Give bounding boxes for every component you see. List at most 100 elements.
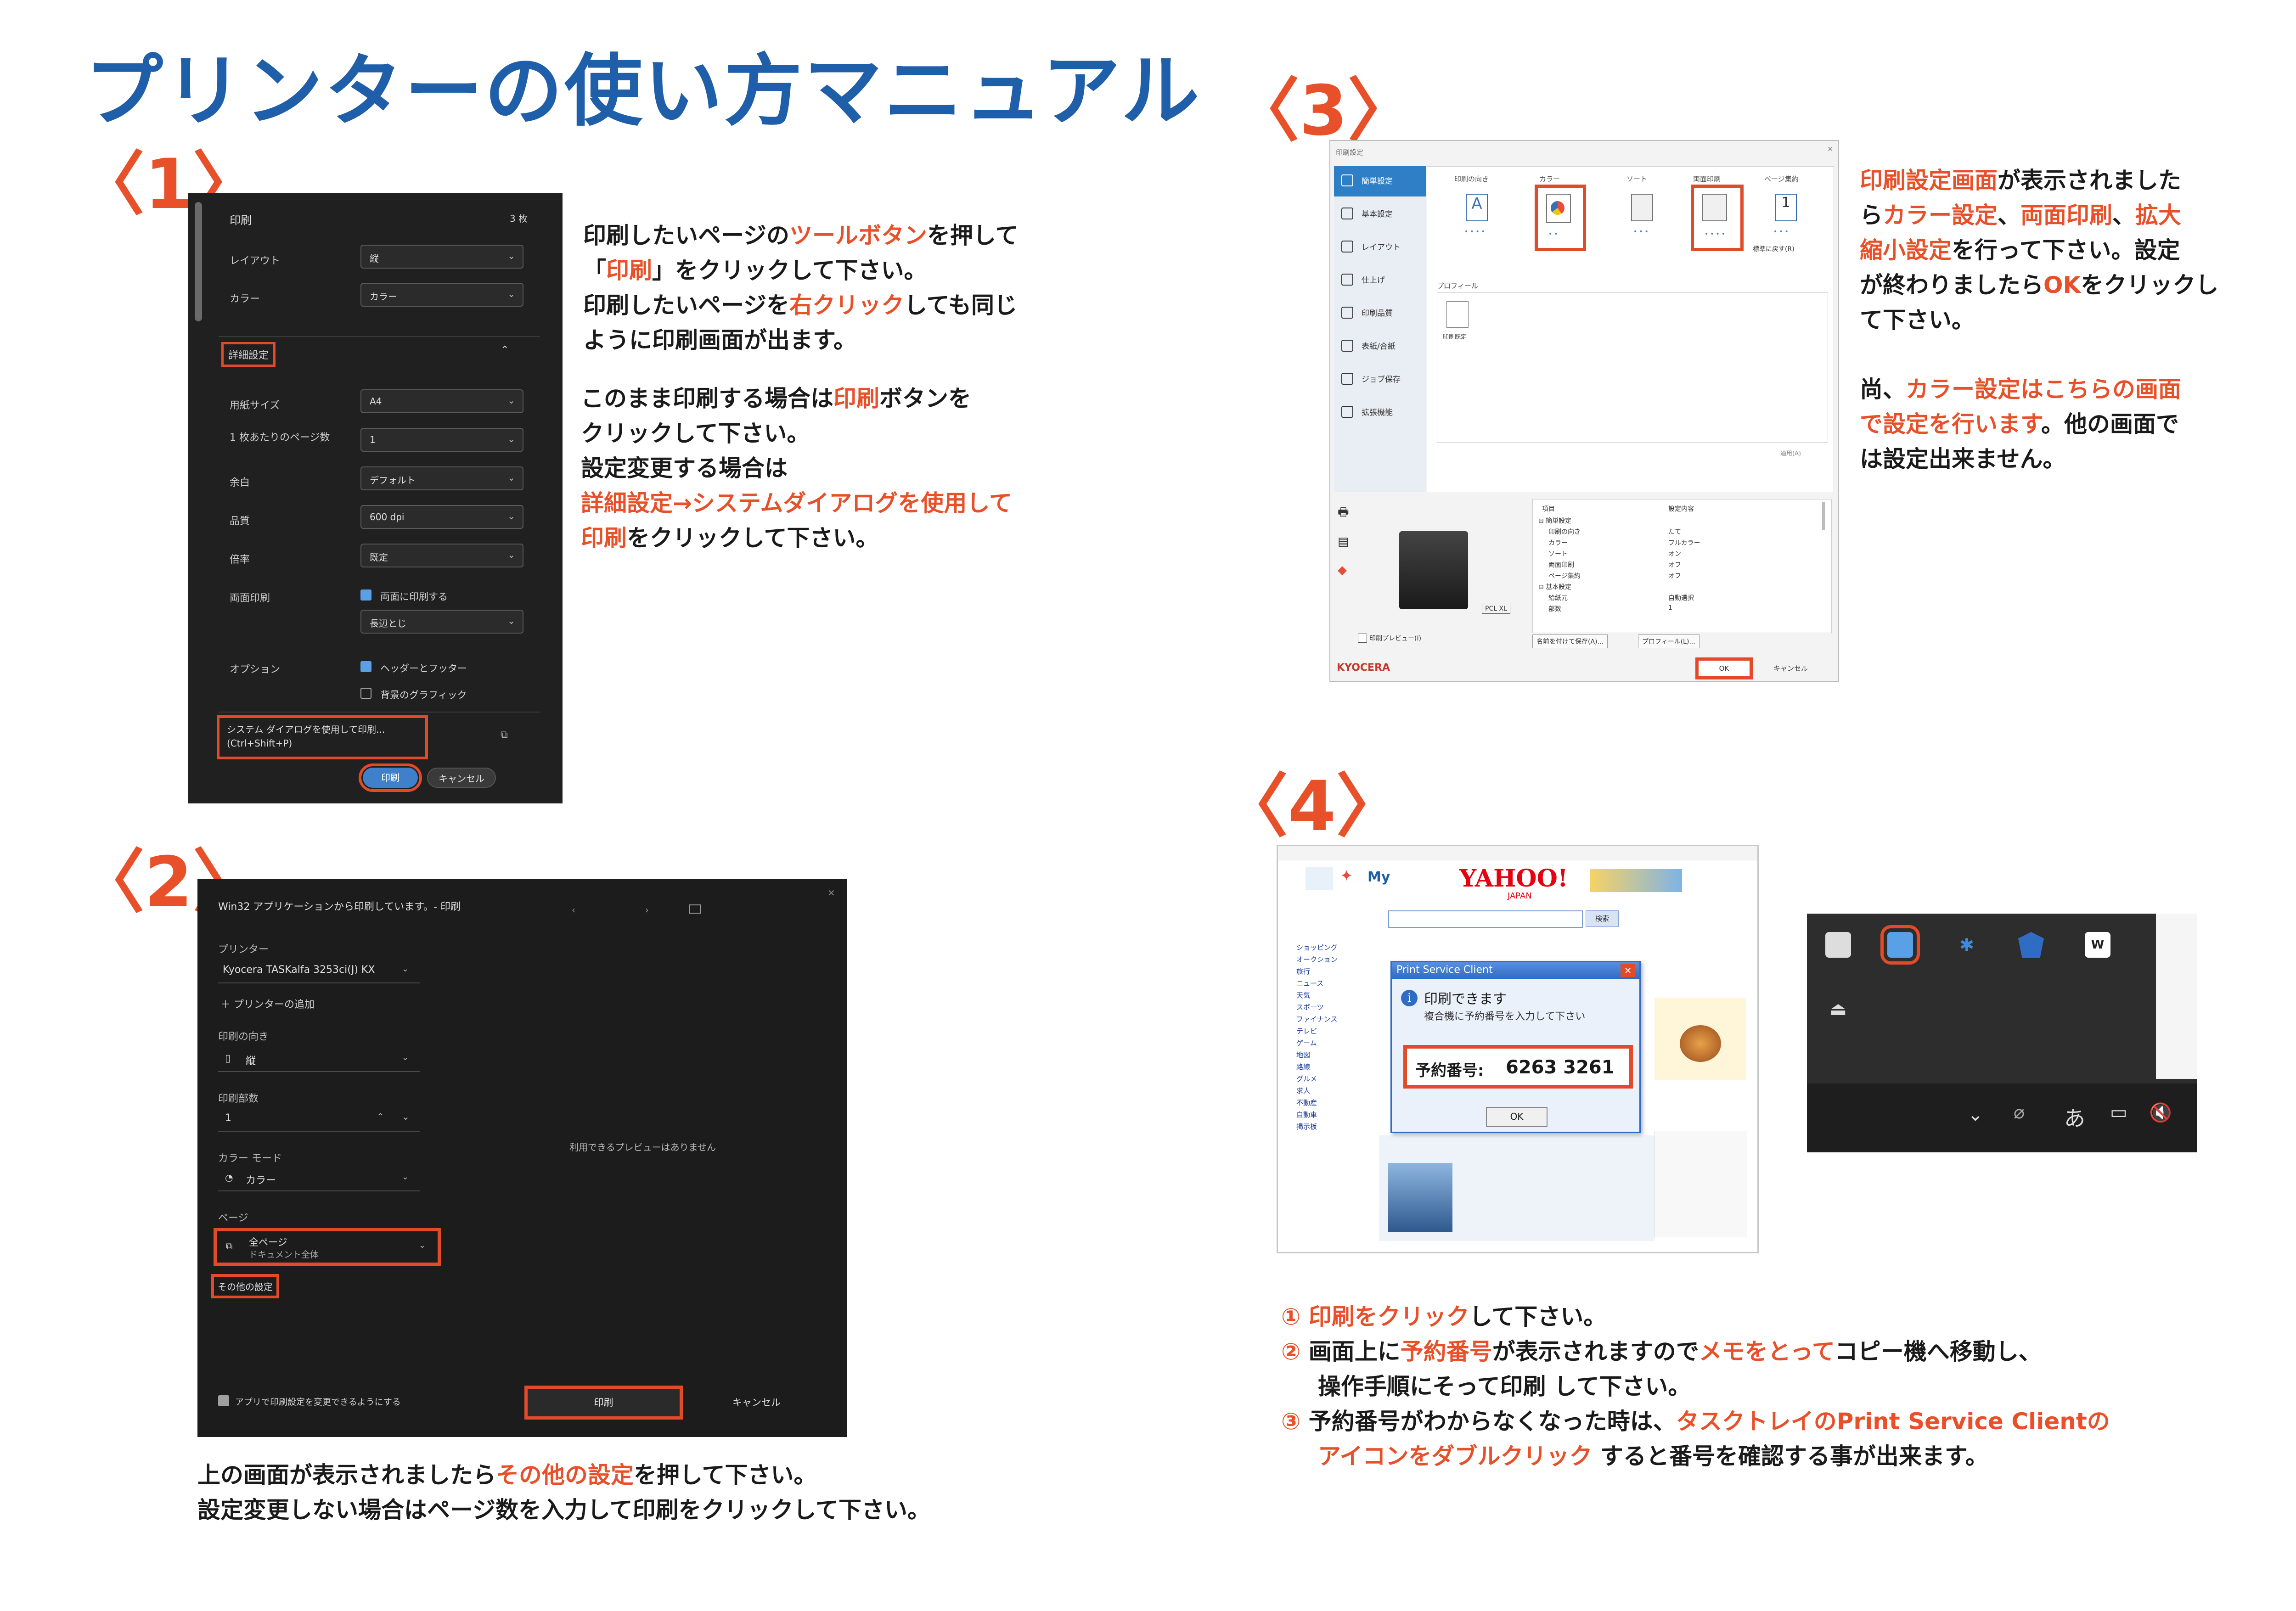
popup-ok-button[interactable]: OK	[1486, 1107, 1548, 1127]
side-widget	[1654, 1131, 1747, 1237]
dialog-title: 印刷設定	[1336, 148, 1364, 157]
profile-button[interactable]: プロフィール(L)...	[1638, 634, 1699, 648]
next-page-icon[interactable]: ›	[645, 904, 649, 915]
side-link[interactable]: 旅行	[1296, 967, 1311, 976]
shield-warning-icon[interactable]	[2018, 932, 2044, 958]
print-button[interactable]: 印刷	[359, 763, 422, 792]
ok-button[interactable]: OK	[1695, 657, 1753, 679]
fullscreen-icon[interactable]	[689, 904, 701, 914]
chevron-up-icon[interactable]: ⌃	[501, 344, 509, 356]
sidebar-item-basic[interactable]: 基本設定	[1334, 199, 1426, 230]
layout-select[interactable]: 縦⌄	[360, 245, 523, 269]
volume-mute-icon[interactable]: 🔇	[2149, 1102, 2172, 1123]
sidebar-item-layout[interactable]: レイアウト	[1334, 232, 1426, 263]
pages-select[interactable]: ⧉ 全ページ ドキュメント全体 ⌄	[214, 1228, 441, 1266]
copies-input[interactable]: 1	[225, 1112, 231, 1124]
orientation-icon[interactable]: A	[1466, 194, 1488, 221]
sidebar-item-finishing[interactable]: 仕上げ	[1334, 265, 1426, 296]
ime-indicator[interactable]: あ	[2064, 1106, 2085, 1131]
side-link[interactable]: スポーツ	[1296, 1003, 1324, 1011]
sidebar-item-quick[interactable]: 簡単設定	[1334, 166, 1426, 196]
search-input[interactable]	[1388, 910, 1583, 928]
bb-icon[interactable]	[1306, 867, 1333, 890]
close-icon[interactable]: ✕	[1621, 964, 1635, 977]
margin-select[interactable]: デフォルト⌄	[360, 466, 523, 490]
cover-icon	[1341, 340, 1353, 352]
side-link[interactable]: ショッピング	[1296, 943, 1338, 952]
duplex-icon[interactable]	[1702, 194, 1727, 221]
display-icon[interactable]: ▭	[2110, 1102, 2127, 1123]
sidebar-item-advanced[interactable]: 拡張機能	[1334, 398, 1426, 428]
my-icon[interactable]: My	[1367, 869, 1390, 885]
prev-page-icon[interactable]: ‹	[572, 904, 575, 915]
header-footer-checkbox[interactable]	[360, 661, 371, 672]
color-mode-select[interactable]: カラー	[246, 1175, 276, 1186]
color-icon[interactable]	[1546, 194, 1571, 223]
preview-checkbox[interactable]	[1358, 634, 1367, 643]
print-service-client-icon[interactable]	[1880, 925, 1920, 965]
dialog-title: Win32 アプリケーションから印刷しています。- 印刷	[218, 901, 461, 913]
scale-select[interactable]: 既定⌄	[360, 544, 523, 567]
side-link[interactable]: 路線	[1296, 1063, 1311, 1071]
pages-per-sheet-select[interactable]: 1⌄	[360, 428, 523, 452]
side-link[interactable]: グルメ	[1296, 1075, 1317, 1083]
pages-label: ページ	[218, 1212, 248, 1224]
close-icon[interactable]: ✕	[827, 887, 835, 898]
scrollbar[interactable]	[1822, 502, 1825, 530]
save-as-button[interactable]: 名前を付けて保存(A)...	[1532, 634, 1608, 648]
apply-button[interactable]: 適用(A)	[1780, 450, 1801, 457]
cancel-button[interactable]: キャンセル	[1773, 664, 1808, 673]
duplex-checkbox[interactable]	[360, 589, 371, 601]
yahoo-logo[interactable]: YAHOO!	[1459, 864, 1568, 893]
cancel-button[interactable]: キャンセル	[427, 768, 496, 788]
sidebar-item-quality[interactable]: 印刷品質	[1334, 298, 1426, 329]
side-link[interactable]: ファイナンス	[1296, 1015, 1338, 1023]
profile-icon[interactable]	[1446, 301, 1469, 328]
wacom-icon[interactable]: W	[2085, 932, 2110, 958]
add-printer-link[interactable]: ＋ プリンターの追加	[220, 999, 315, 1010]
stepper-down-icon[interactable]: ⌄	[402, 1111, 410, 1122]
person-icon[interactable]: ✦	[1340, 867, 1353, 885]
paper-size-select[interactable]: A4⌄	[360, 389, 523, 413]
cancel-button[interactable]: キャンセル	[732, 1397, 781, 1408]
side-link[interactable]: オークション	[1296, 955, 1338, 964]
usb-eject-icon[interactable]: ⏏	[1829, 999, 1847, 1020]
profile-item[interactable]: 印刷既定	[1443, 334, 1467, 341]
side-link[interactable]: 地図	[1296, 1051, 1311, 1059]
system-dialog-link[interactable]: システム ダイアログを使用して印刷... (Ctrl+Shift+P)	[217, 715, 428, 759]
sidebar-item-cover[interactable]: 表紙/合紙	[1334, 331, 1426, 362]
close-icon[interactable]: ✕	[1827, 145, 1834, 153]
side-link[interactable]: テレビ	[1296, 1027, 1317, 1035]
chevron-down-icon: ⌄	[507, 549, 515, 560]
side-link[interactable]: ニュース	[1296, 979, 1324, 988]
side-link[interactable]: 天気	[1296, 991, 1311, 999]
page-layout-icon[interactable]: 1	[1775, 194, 1797, 221]
print-button[interactable]: 印刷	[524, 1386, 683, 1420]
side-link[interactable]: ゲーム	[1296, 1039, 1317, 1047]
service-icons[interactable]	[1590, 869, 1682, 892]
side-link[interactable]: 自動車	[1296, 1111, 1317, 1119]
job-icon	[1341, 373, 1353, 385]
tag-icon[interactable]	[1825, 932, 1851, 958]
quality-select[interactable]: 600 dpi⌄	[360, 505, 523, 529]
side-link[interactable]: 不動産	[1296, 1099, 1317, 1107]
side-link[interactable]: 求人	[1296, 1087, 1311, 1095]
scrollbar[interactable]	[195, 202, 202, 321]
color-select[interactable]: カラー⌄	[360, 283, 523, 307]
network-off-icon[interactable]: ⌀	[2014, 1102, 2025, 1123]
side-link[interactable]: 掲示板	[1296, 1123, 1317, 1131]
bluetooth-icon[interactable]: ✱	[1959, 935, 1974, 955]
other-settings-link[interactable]: その他の設定	[211, 1274, 279, 1298]
search-button[interactable]: 検索	[1586, 910, 1619, 927]
sidebar-item-job[interactable]: ジョブ保存	[1334, 365, 1426, 395]
allow-change-checkbox[interactable]	[218, 1395, 229, 1406]
reset-button[interactable]: 標準に戻す(R)	[1753, 246, 1795, 253]
background-graphics-checkbox[interactable]	[360, 688, 371, 699]
sort-icon[interactable]	[1631, 194, 1653, 221]
binding-select[interactable]: 長辺とじ⌄	[360, 610, 523, 634]
stepper-up-icon[interactable]: ⌃	[377, 1111, 384, 1122]
chevron-up-icon[interactable]: ⌄	[1968, 1104, 1983, 1125]
detail-settings-toggle[interactable]: 詳細設定	[221, 342, 276, 367]
orientation-select[interactable]: 縦	[246, 1055, 256, 1067]
printer-select[interactable]: Kyocera TASKalfa 3253ci(J) KX	[223, 964, 375, 976]
